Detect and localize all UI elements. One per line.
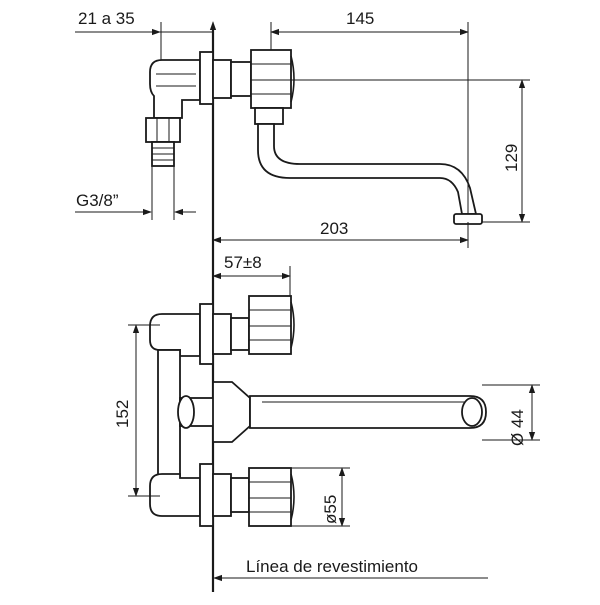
dim-inlet-thread: G3/8” <box>75 166 196 220</box>
dim-center-distance: 152 <box>113 324 160 497</box>
lower-flange <box>199 463 214 527</box>
caption-coating-line: Línea de revestimiento <box>246 557 418 576</box>
label-handle-diameter: ø55 <box>321 495 340 524</box>
spout-flange <box>212 381 251 443</box>
upper-flange <box>199 303 214 365</box>
dim-tile-depth: 57±8 <box>212 253 291 298</box>
label-center-distance: 152 <box>113 400 132 428</box>
dim-handle-diameter: ø55 <box>291 467 350 527</box>
side-view <box>145 49 483 225</box>
straight-spout <box>249 395 487 429</box>
dim-inlet-range: 21 a 35 <box>75 9 217 60</box>
label-spout-reach: 145 <box>346 9 374 28</box>
side-handle <box>250 49 292 109</box>
valve-body <box>230 61 252 97</box>
label-inlet-thread: G3/8” <box>76 191 119 210</box>
label-spout-height: 129 <box>502 144 521 172</box>
curved-spout <box>257 123 478 215</box>
vertical-pipe <box>157 349 181 477</box>
dim-total-projection: 203 <box>212 219 469 248</box>
front-view <box>149 295 487 527</box>
inlet-hex-nut <box>145 117 181 143</box>
label-spout-diameter: Ø 44 <box>508 409 527 446</box>
wall-flange <box>199 51 214 105</box>
label-tile-depth: 57±8 <box>224 253 262 272</box>
label-inlet-range: 21 a 35 <box>78 9 135 28</box>
label-total-projection: 203 <box>320 219 348 238</box>
lower-elbow <box>149 473 201 517</box>
dim-spout-height: 129 <box>291 79 530 223</box>
upper-handle <box>248 295 292 355</box>
lower-handle <box>248 467 292 527</box>
dim-spout-reach: 145 <box>270 9 469 214</box>
dim-spout-diameter: Ø 44 <box>482 384 540 446</box>
coating-line-callout: Línea de revestimiento <box>213 557 488 582</box>
elbow-fitting <box>149 59 201 119</box>
